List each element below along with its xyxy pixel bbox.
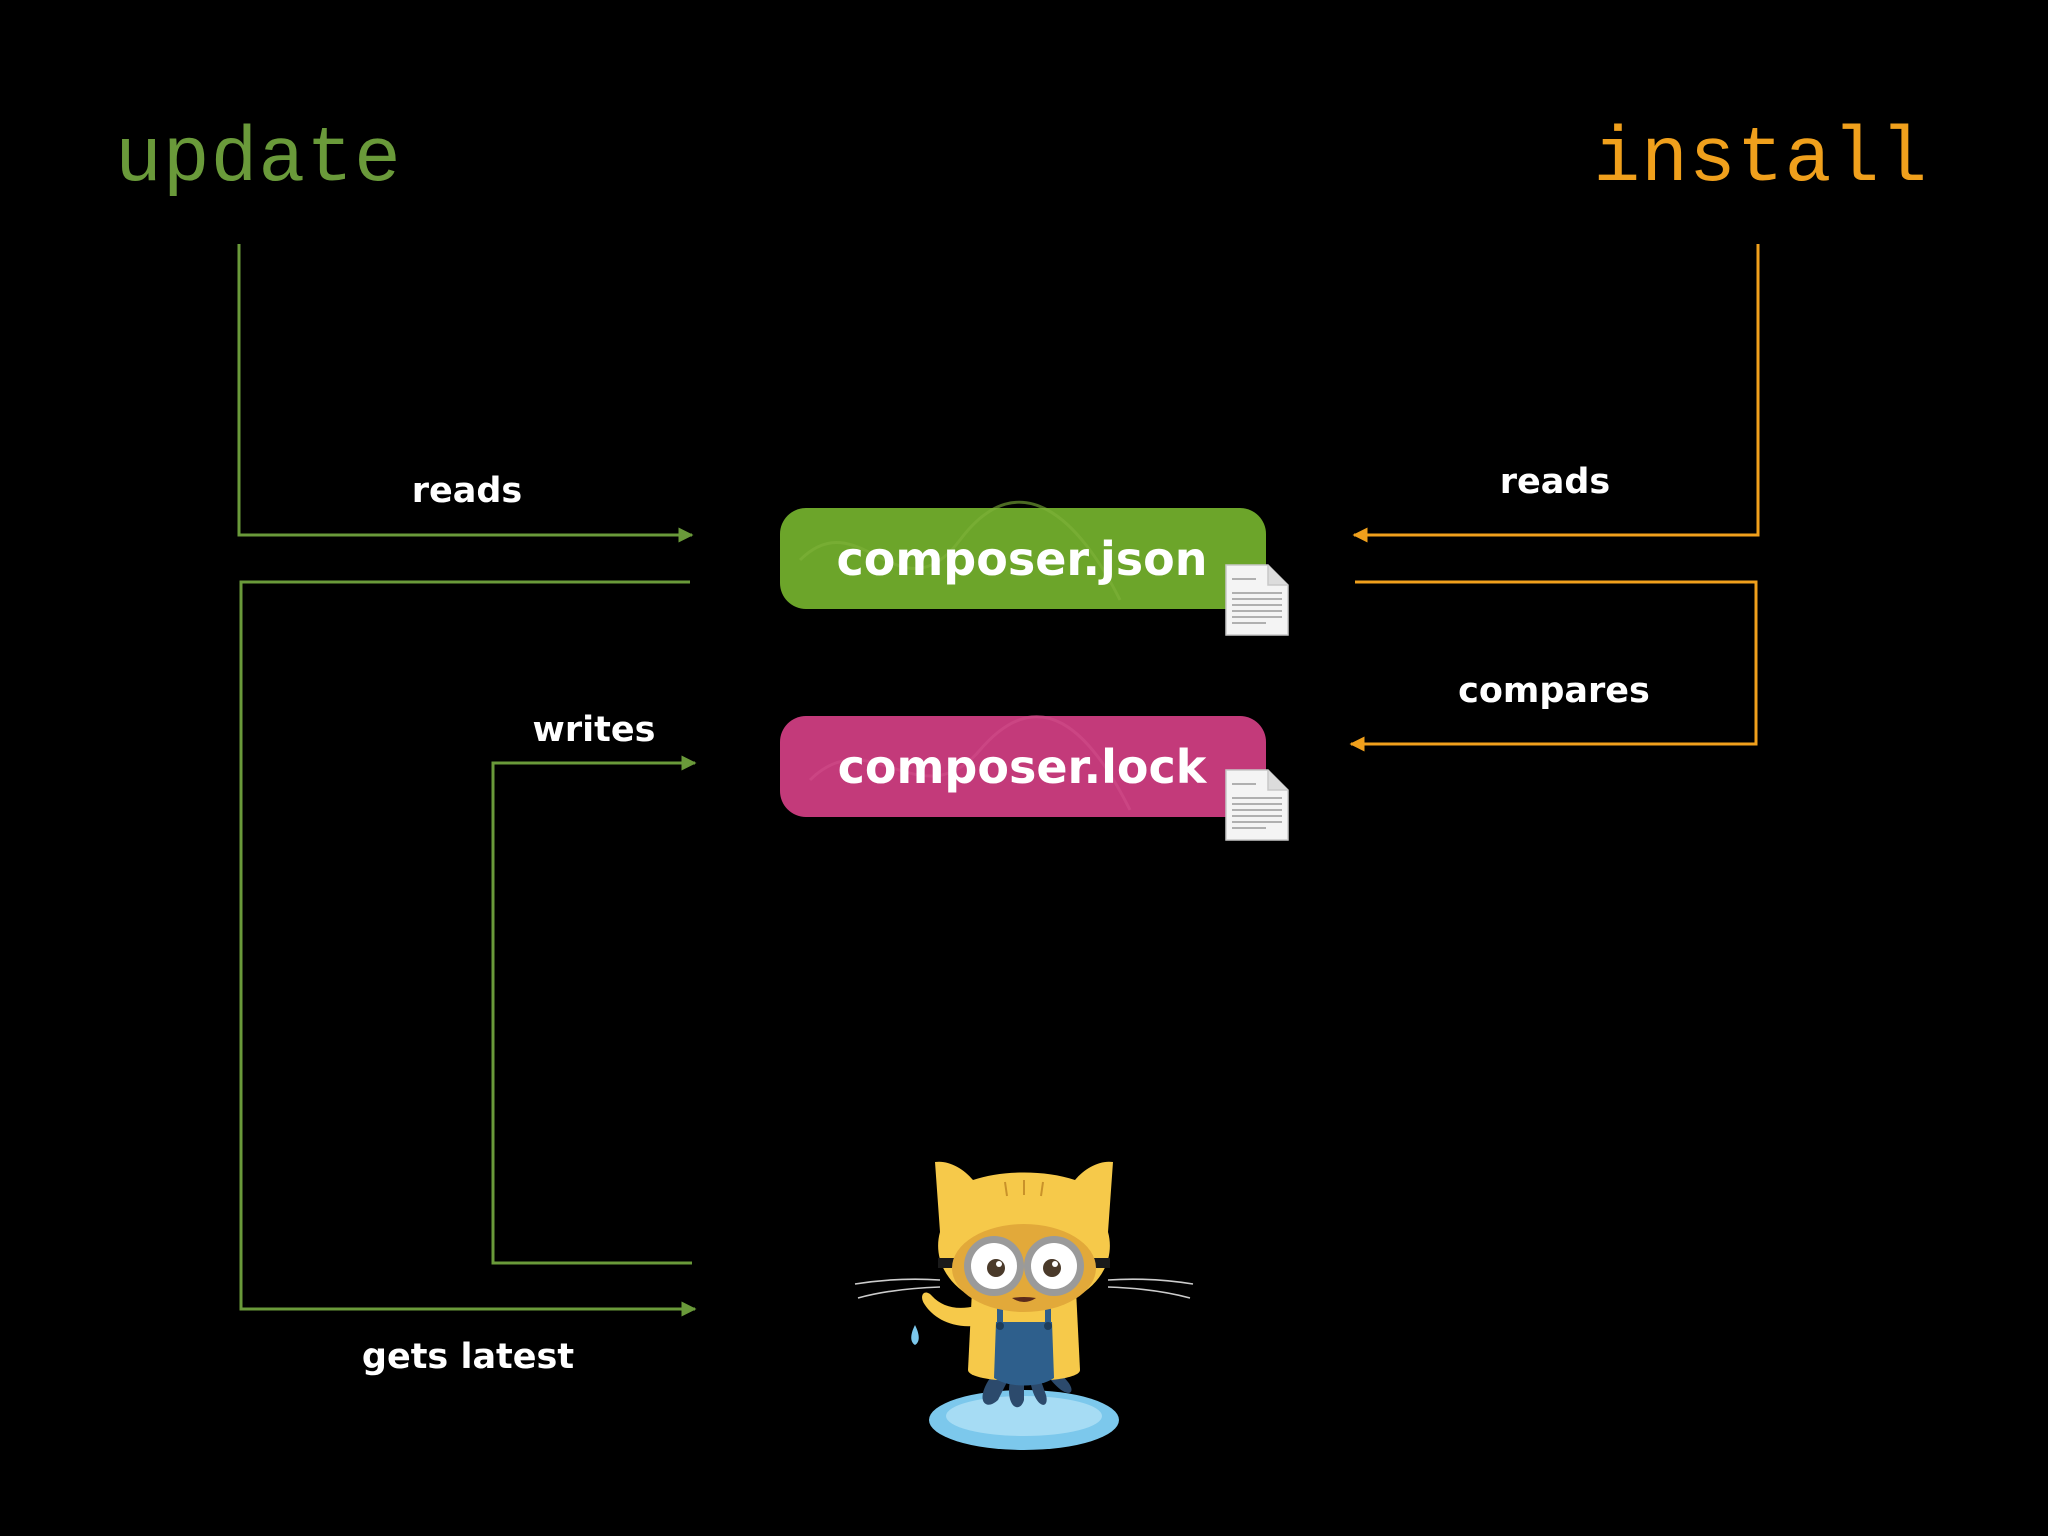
install-reads-label: reads <box>1500 462 1611 502</box>
composer-json-node: composer.json <box>780 500 1266 609</box>
install-compares-label: compares <box>1458 671 1650 711</box>
octocat-minion-icon <box>854 1161 1194 1450</box>
install-compares-connector <box>1349 580 1758 752</box>
install-command-label: install <box>1593 116 1928 204</box>
composer-json-label: composer.json <box>836 532 1207 586</box>
update-reads-connector <box>237 244 694 543</box>
update-writes-connector <box>491 755 697 1265</box>
document-icon <box>1225 564 1289 636</box>
update-command-label: update <box>115 116 402 204</box>
composer-lock-node: composer.lock <box>780 715 1266 817</box>
update-reads-label: reads <box>412 471 523 511</box>
install-reads-connector <box>1352 244 1760 543</box>
document-icon <box>1225 769 1289 841</box>
update-writes-label: writes <box>533 710 656 750</box>
update-gets-latest-connector <box>239 580 697 1317</box>
update-gets-latest-label: gets latest <box>362 1337 574 1377</box>
composer-lock-label: composer.lock <box>838 740 1208 794</box>
